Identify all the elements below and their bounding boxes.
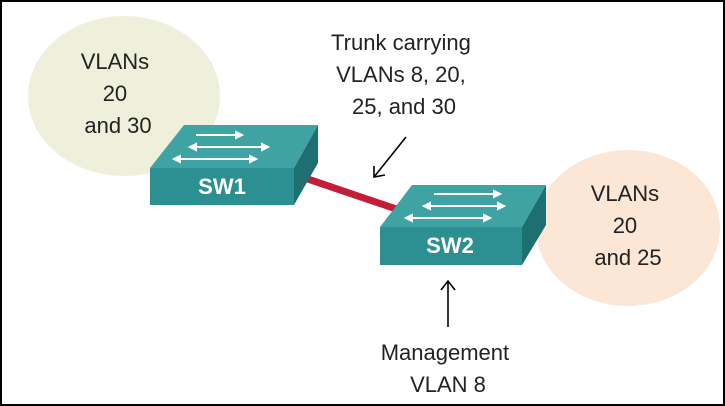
- trunk-label-line-2: VLANs 8, 20,: [336, 62, 466, 87]
- sw2-label: SW2: [426, 233, 474, 258]
- left-vlan-group-label: VLANs 20 and 30: [81, 49, 156, 138]
- sw1-front-face: [150, 168, 294, 205]
- management-arrow: [440, 279, 456, 327]
- sw2-front-face: [380, 227, 522, 265]
- trunk-label: Trunk carrying VLANs 8, 20, 25, and 30: [331, 30, 477, 119]
- sw2-side-face: [522, 185, 546, 265]
- left-vlan-group-ellipse: [28, 16, 220, 176]
- right-vlan-line-1: VLANs: [591, 181, 659, 206]
- left-vlan-line-3: and 30: [84, 113, 151, 138]
- management-label-line-1: Management: [381, 340, 509, 365]
- sw1-port-arrows-icon: [171, 130, 271, 164]
- left-vlan-line-2: 20: [103, 81, 127, 106]
- trunk-label-line-1: Trunk carrying: [331, 30, 471, 55]
- sw1-label: SW1: [198, 174, 246, 199]
- right-vlan-group-ellipse: [536, 150, 720, 306]
- sw1-side-face: [294, 125, 318, 205]
- switch-sw2: SW2: [380, 185, 546, 265]
- trunk-arrow: [373, 136, 407, 178]
- left-vlan-line-1: VLANs: [81, 49, 149, 74]
- switch-sw1: SW1: [150, 125, 318, 205]
- right-vlan-line-2: 20: [613, 213, 637, 238]
- management-label-line-2: VLAN 8: [410, 372, 486, 397]
- management-label: Management VLAN 8: [381, 340, 516, 397]
- trunk-label-line-3: 25, and 30: [352, 94, 456, 119]
- sw2-port-arrows-icon: [403, 189, 507, 223]
- right-vlan-line-3: and 25: [594, 245, 661, 270]
- right-vlan-group-label: VLANs 20 and 25: [591, 181, 666, 270]
